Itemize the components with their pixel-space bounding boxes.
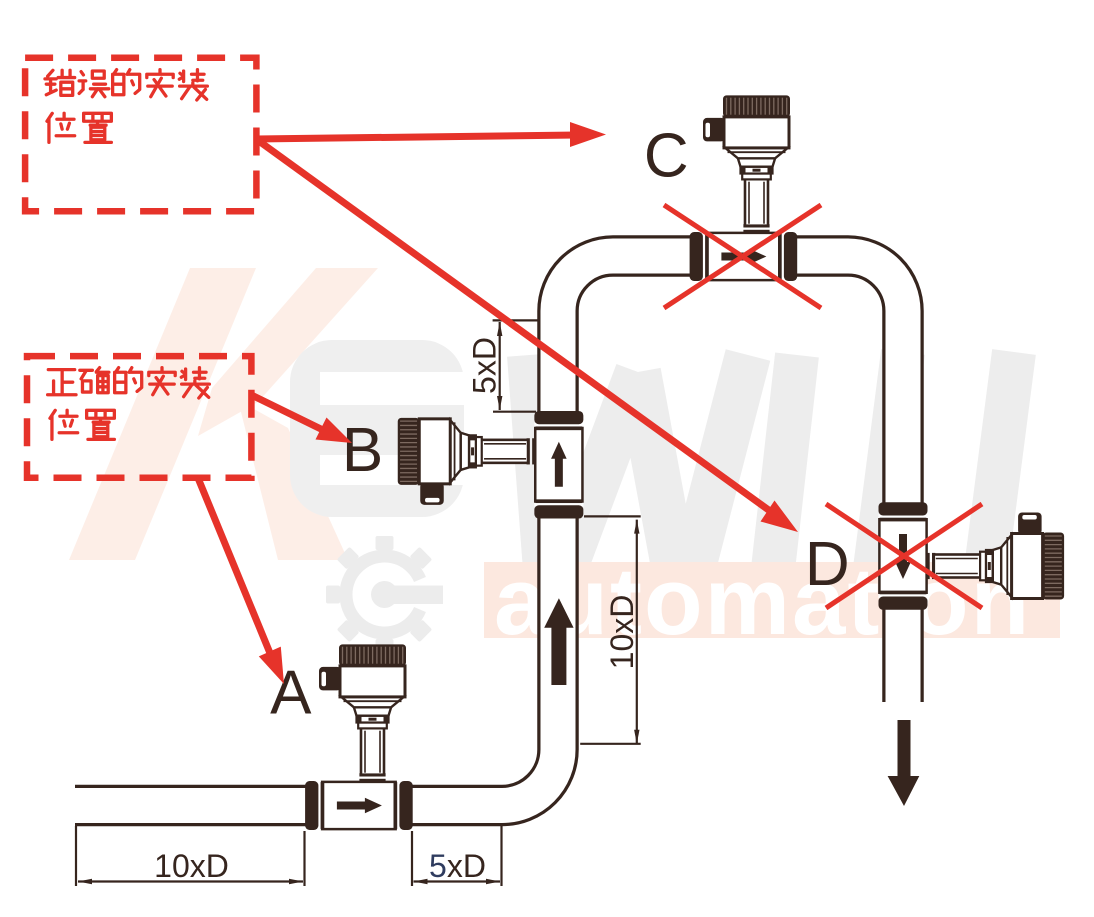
svg-text:10xD: 10xD xyxy=(604,595,640,670)
svg-text:10xD: 10xD xyxy=(154,848,229,884)
svg-text:C: C xyxy=(644,121,689,190)
svg-text:B: B xyxy=(342,416,383,485)
svg-text:5xD: 5xD xyxy=(429,848,486,884)
svg-text:5xD: 5xD xyxy=(467,337,503,394)
svg-text:D: D xyxy=(805,530,850,599)
